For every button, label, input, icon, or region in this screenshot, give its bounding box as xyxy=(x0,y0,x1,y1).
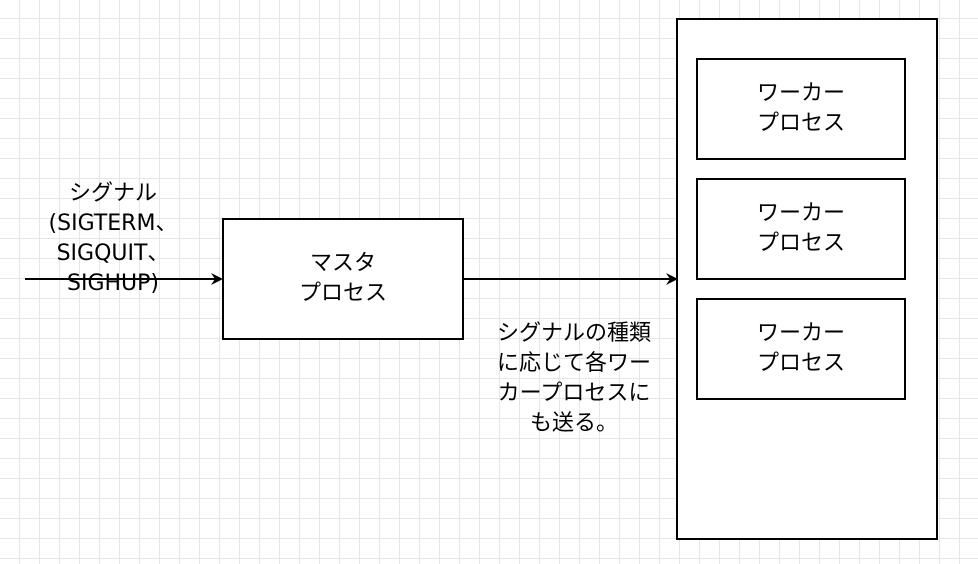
forward-label: シグナルの種類 に応じて各ワー カープロセスに も送る。 xyxy=(478,289,670,439)
worker-process-node-3: ワーカー プロセス xyxy=(696,298,906,400)
worker-process-node-2: ワーカー プロセス xyxy=(696,178,906,280)
signal-input-label-text: シグナル (SIGTERM、 SIGQUIT、 SIGHUP) xyxy=(48,181,178,296)
forward-label-text: シグナルの種類 に応じて各ワー カープロセスに も送る。 xyxy=(496,321,651,436)
master-process-node: マスタ プロセス xyxy=(222,218,464,340)
worker-process-node-1: ワーカー プロセス xyxy=(696,58,906,160)
master-process-label: マスタ プロセス xyxy=(298,251,387,306)
worker-process-label-2: ワーカー プロセス xyxy=(756,201,845,256)
signal-input-label: シグナル (SIGTERM、 SIGQUIT、 SIGHUP) xyxy=(38,149,188,299)
worker-process-label-1: ワーカー プロセス xyxy=(756,81,845,136)
worker-process-label-3: ワーカー プロセス xyxy=(756,321,845,376)
